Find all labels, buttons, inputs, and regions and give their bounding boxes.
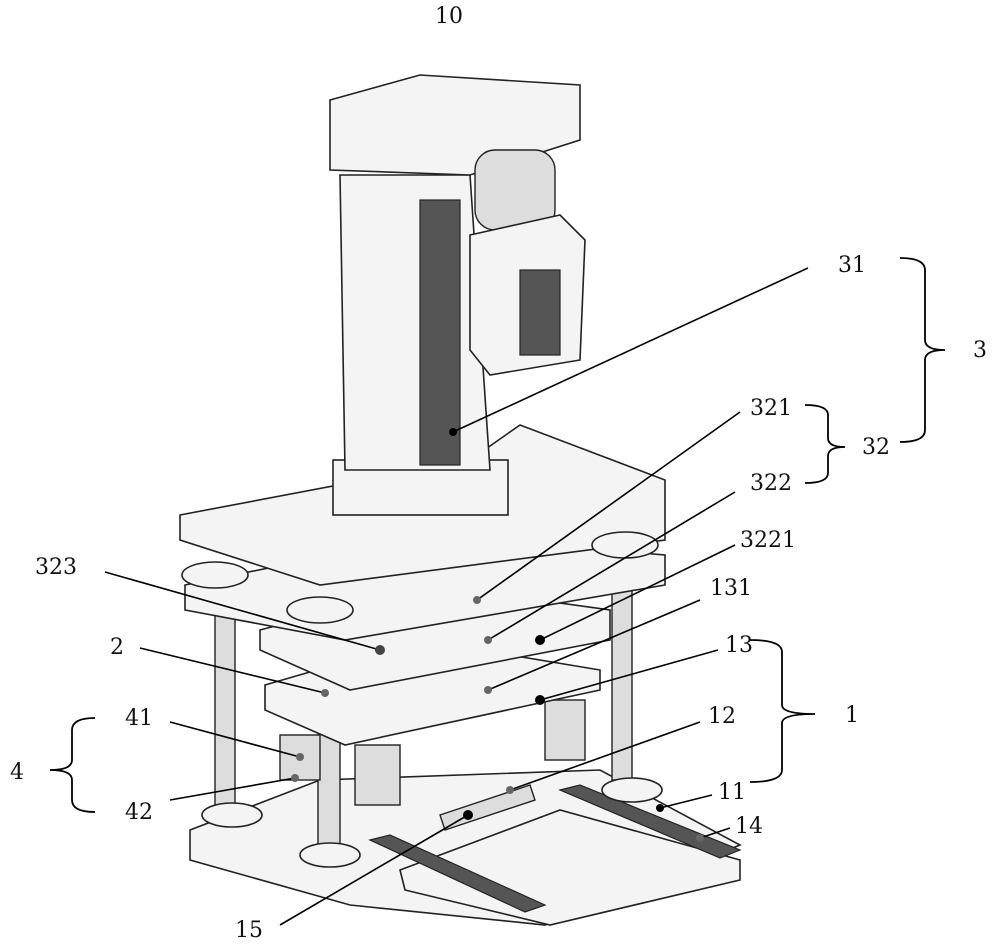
post-base (299, 842, 361, 868)
label-322: 322 (750, 471, 792, 496)
column-slot (419, 199, 461, 466)
ejector-bar (439, 784, 536, 831)
guide-rail-right (558, 784, 742, 859)
label-3221: 3221 (740, 528, 796, 553)
leader-lines (104, 267, 809, 926)
motor-fins (519, 269, 561, 356)
post-cap (286, 596, 354, 624)
guide-rail-left (368, 834, 547, 913)
label-31: 31 (838, 253, 866, 278)
label-131: 131 (710, 576, 752, 601)
brace-4 (49, 717, 96, 813)
post-base (601, 777, 663, 803)
brace-1 (749, 639, 816, 783)
sliding-tray (399, 809, 741, 926)
post-cap (181, 561, 249, 589)
label-12: 12 (708, 704, 736, 729)
label-42: 42 (125, 800, 153, 825)
label-11: 11 (718, 780, 746, 805)
label-4: 4 (10, 760, 24, 785)
brace-32 (804, 404, 846, 484)
brace-3 (899, 257, 946, 443)
label-13: 13 (725, 633, 753, 658)
spring-column (544, 699, 586, 761)
label-14: 14 (735, 814, 763, 839)
label-321: 321 (750, 396, 792, 421)
label-1: 1 (845, 703, 859, 728)
post-base (201, 802, 263, 828)
label-10: 10 (435, 4, 463, 29)
spring-column (354, 744, 401, 806)
label-15: 15 (235, 918, 263, 943)
label-323: 323 (35, 555, 77, 580)
lead-dots (291, 428, 704, 842)
label-3: 3 (973, 338, 987, 363)
label-2: 2 (110, 635, 124, 660)
label-32: 32 (862, 435, 890, 460)
label-41: 41 (125, 706, 153, 731)
